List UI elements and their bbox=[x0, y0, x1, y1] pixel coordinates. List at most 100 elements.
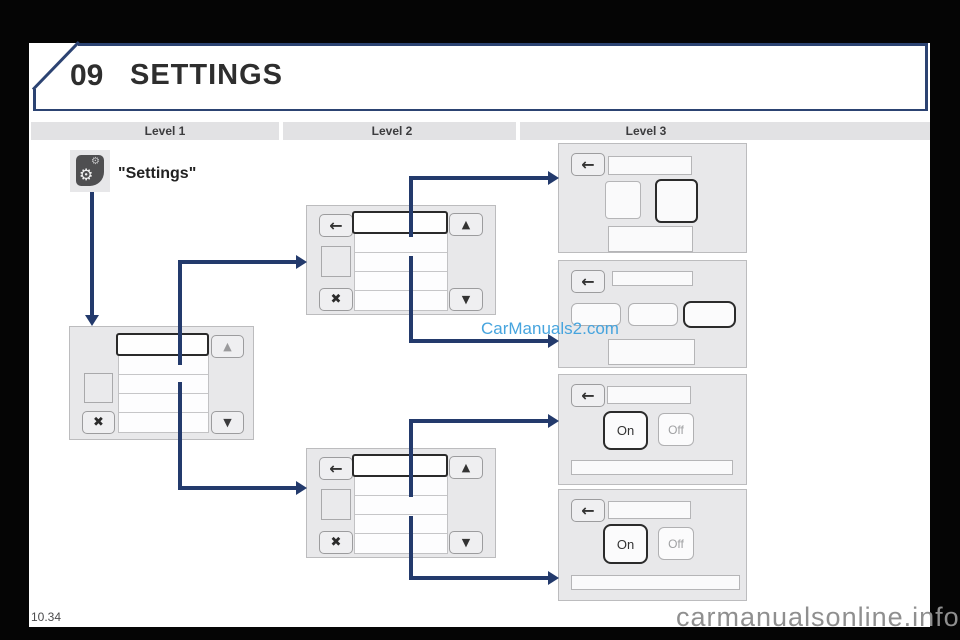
level1-selected-item bbox=[116, 333, 209, 356]
level3-panel2-option-3-selected bbox=[683, 301, 736, 328]
level3-panel4-off-button: Off bbox=[658, 527, 694, 560]
level1-scroll-up-button: ▲ bbox=[211, 335, 244, 358]
down-arrow-icon: ▼ bbox=[461, 536, 471, 549]
level2-column-header-bg bbox=[283, 122, 516, 140]
connector-level2top-to-panel2-v bbox=[409, 256, 413, 343]
arrowhead-right-icon bbox=[296, 481, 307, 495]
level2-bottom-scroll-down-button: ▼ bbox=[449, 531, 483, 554]
level2-top-screen-panel: ← ▲ ✖ ▼ bbox=[306, 205, 496, 315]
level1-close-button: ✖ bbox=[82, 411, 115, 434]
connector-level2top-to-panel2-h bbox=[409, 339, 548, 343]
level3-panel3-bottom-field bbox=[571, 460, 733, 475]
level1-scroll-down-button: ▼ bbox=[211, 411, 244, 434]
manual-page: 09 SETTINGS Level 1 Level 2 Level 3 ⚙ ⚙ … bbox=[29, 40, 930, 627]
level2-top-back-button: ← bbox=[319, 214, 353, 237]
back-arrow-icon: ← bbox=[581, 155, 595, 174]
gear-large-icon: ⚙ bbox=[79, 165, 94, 184]
watermark-carmanualsonline: carmanualsonline.info bbox=[676, 602, 960, 632]
connector-level2bottom-to-panel3-v bbox=[409, 419, 413, 497]
settings-menu-icon: ⚙ ⚙ bbox=[70, 150, 110, 192]
connector-level1-to-level2bottom-h bbox=[178, 486, 296, 490]
connector-level2top-to-panel1-h bbox=[409, 176, 548, 180]
back-arrow-icon: ← bbox=[329, 459, 343, 478]
header-right-border bbox=[925, 43, 928, 111]
header-left-border bbox=[33, 89, 36, 111]
level3-panel4-on-button: On bbox=[603, 524, 648, 564]
close-icon: ✖ bbox=[330, 535, 342, 550]
level2-column-label: Level 2 bbox=[371, 124, 413, 138]
back-arrow-icon: ← bbox=[581, 272, 595, 291]
up-arrow-icon: ▲ bbox=[461, 218, 471, 231]
level2-bottom-scroll-up-button: ▲ bbox=[449, 456, 483, 479]
level3-column-header-bg bbox=[520, 122, 930, 140]
back-arrow-icon: ← bbox=[581, 386, 595, 405]
header-top-border bbox=[78, 43, 928, 46]
level3-panel2-option-2 bbox=[628, 303, 678, 326]
up-arrow-icon: ▲ bbox=[461, 461, 471, 474]
connector-level2bottom-to-panel4-v bbox=[409, 516, 413, 580]
level3-panel2-option-1 bbox=[571, 303, 621, 326]
header-bottom-border bbox=[33, 109, 928, 111]
connector-level1-to-level2bottom-v bbox=[178, 382, 182, 490]
level1-option-box bbox=[84, 373, 113, 403]
level2-top-close-button: ✖ bbox=[319, 288, 353, 311]
connector-level1-to-level2top-h bbox=[178, 260, 296, 264]
level3-panel-4: ← On Off bbox=[558, 489, 747, 601]
level3-panel1-back-button: ← bbox=[571, 153, 605, 176]
level3-panel3-back-button: ← bbox=[571, 384, 605, 407]
settings-gear-icon: ⚙ ⚙ bbox=[76, 155, 104, 186]
level3-panel1-bottom-field bbox=[608, 226, 693, 252]
level2-top-selected-item bbox=[352, 211, 448, 234]
level2-top-scroll-down-button: ▼ bbox=[449, 288, 483, 311]
arrowhead-down-icon bbox=[85, 315, 99, 326]
page-title: SETTINGS bbox=[130, 59, 284, 91]
close-icon: ✖ bbox=[330, 292, 342, 307]
down-arrow-icon: ▼ bbox=[461, 293, 471, 306]
connector-level2bottom-to-panel4-h bbox=[409, 576, 548, 580]
level3-panel1-choice-box bbox=[605, 181, 641, 219]
level3-panel1-choice-box-selected bbox=[655, 179, 698, 223]
level3-panel3-on-button: On bbox=[603, 411, 648, 450]
level1-screen-panel: ▲ ✖ ▼ bbox=[69, 326, 254, 440]
down-arrow-icon: ▼ bbox=[223, 416, 232, 429]
level3-panel2-bottom-field bbox=[608, 339, 695, 365]
level2-bottom-screen-panel: ← ▲ ✖ ▼ bbox=[306, 448, 496, 558]
level2-bottom-close-button: ✖ bbox=[319, 531, 353, 554]
level1-column-header-bg bbox=[31, 122, 279, 140]
arrowhead-right-icon bbox=[548, 414, 559, 428]
connector-level1-to-level2top-v bbox=[178, 260, 182, 365]
level2-top-scroll-up-button: ▲ bbox=[449, 213, 483, 236]
gear-small-icon: ⚙ bbox=[91, 156, 100, 167]
arrowhead-right-icon bbox=[548, 171, 559, 185]
connector-level2top-to-panel1-v bbox=[409, 176, 413, 237]
level2-top-option-box bbox=[321, 246, 351, 277]
arrowhead-right-icon bbox=[548, 334, 559, 348]
level3-panel-3: ← On Off bbox=[558, 374, 747, 485]
arrowhead-right-icon bbox=[548, 571, 559, 585]
back-arrow-icon: ← bbox=[329, 216, 343, 235]
level3-panel4-title-bar bbox=[608, 501, 691, 519]
level3-panel4-bottom-field bbox=[571, 575, 740, 590]
level1-column-label: Level 1 bbox=[144, 124, 186, 138]
level3-panel3-title-bar bbox=[607, 386, 691, 404]
connector-level2bottom-to-panel3-h bbox=[409, 419, 548, 423]
arrowhead-right-icon bbox=[296, 255, 307, 269]
level2-bottom-back-button: ← bbox=[319, 457, 353, 480]
chapter-number: 09 bbox=[70, 59, 104, 92]
level2-bottom-option-box bbox=[321, 489, 351, 520]
page-number: 10.34 bbox=[31, 610, 62, 624]
connector-entry-to-level1 bbox=[90, 192, 94, 316]
level3-panel4-back-button: ← bbox=[571, 499, 605, 522]
up-arrow-icon: ▲ bbox=[223, 340, 232, 353]
level3-panel2-title-bar bbox=[612, 271, 693, 286]
level3-panel-1: ← bbox=[558, 143, 747, 253]
settings-entry-label: "Settings" bbox=[118, 165, 197, 182]
level3-panel2-back-button: ← bbox=[571, 270, 605, 293]
close-icon: ✖ bbox=[93, 415, 104, 430]
watermark-carmanuals2: CarManuals2.com bbox=[481, 319, 619, 338]
level3-panel3-off-button: Off bbox=[658, 413, 694, 446]
level2-bottom-selected-item bbox=[352, 454, 448, 477]
level3-column-label: Level 3 bbox=[625, 124, 667, 138]
back-arrow-icon: ← bbox=[581, 501, 595, 520]
level3-panel1-title-bar bbox=[608, 156, 692, 175]
